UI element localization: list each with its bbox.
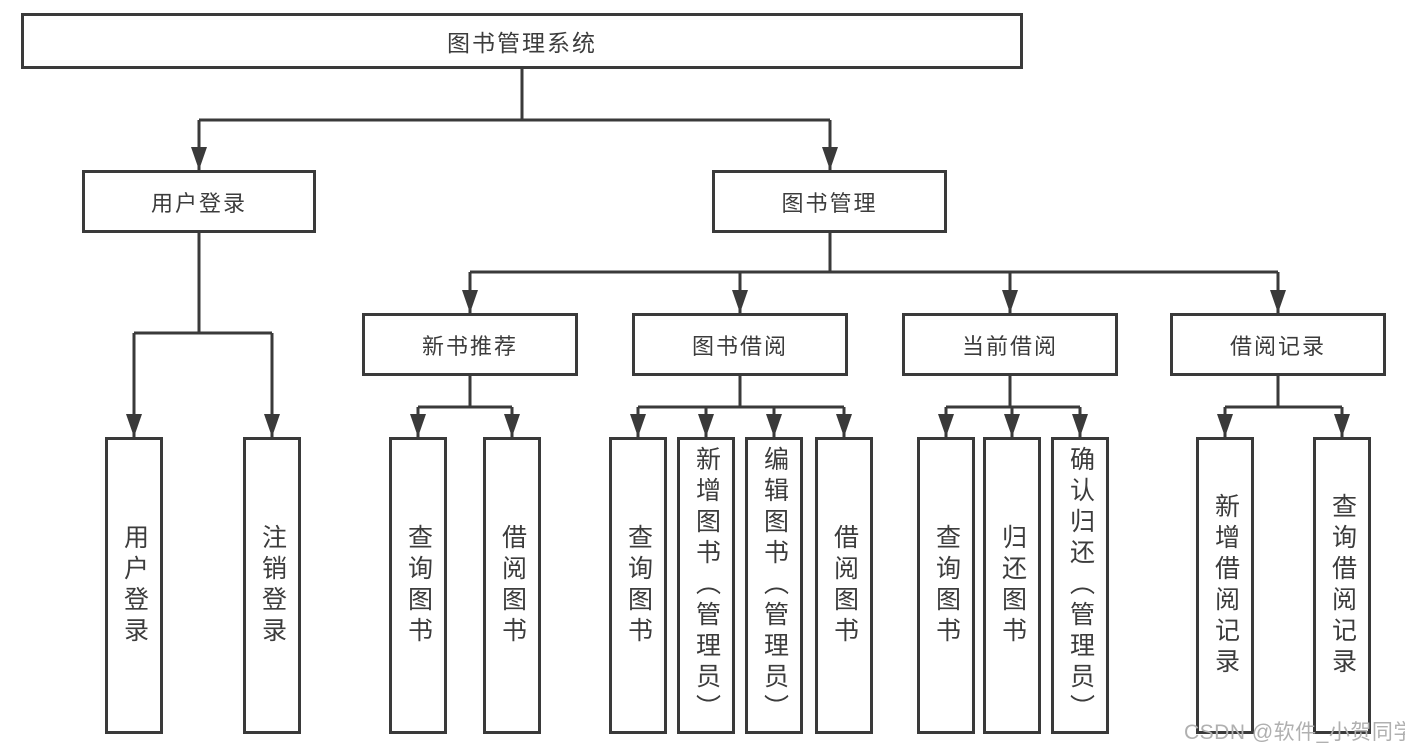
node-label: 图书管理 bbox=[781, 190, 878, 216]
node-label: 借阅记录 bbox=[1229, 333, 1326, 359]
leaf-label: 新增借阅记录 bbox=[1211, 492, 1240, 679]
leaf-label: 查询图书 bbox=[404, 523, 433, 648]
leaf-label: 查询借阅记录 bbox=[1328, 492, 1357, 679]
leaf-label: 归还图书 bbox=[998, 523, 1027, 648]
csdn-watermark: CSDN @软件_小贺同学 bbox=[1184, 721, 1405, 744]
leaf-label: 用户登录 bbox=[120, 523, 149, 648]
node-library-management-system: 图书管理系统 bbox=[21, 13, 1023, 69]
leaf-query-books-current: 查询图书 bbox=[917, 437, 975, 734]
node-label: 用户登录 bbox=[150, 190, 247, 216]
leaf-return-books: 归还图书 bbox=[983, 437, 1041, 734]
node-user-login: 用户登录 bbox=[82, 170, 316, 233]
leaf-add-book-admin: 新增图书（管理员） bbox=[677, 437, 735, 734]
leaf-label: 查询图书 bbox=[932, 523, 961, 648]
node-book-borrowing: 图书借阅 bbox=[632, 313, 848, 376]
node-label: 当前借阅 bbox=[961, 333, 1058, 359]
node-label: 图书管理系统 bbox=[447, 30, 597, 56]
leaf-query-books-borrowing: 查询图书 bbox=[609, 437, 667, 734]
leaf-query-borrow-record: 查询借阅记录 bbox=[1313, 437, 1371, 734]
node-label: 新书推荐 bbox=[421, 333, 518, 359]
leaf-edit-book-admin: 编辑图书（管理员） bbox=[745, 437, 803, 734]
node-current-borrowing: 当前借阅 bbox=[902, 313, 1118, 376]
leaf-label: 新增图书（管理员） bbox=[692, 446, 721, 725]
node-new-book-recommend: 新书推荐 bbox=[362, 313, 578, 376]
leaf-label: 借阅图书 bbox=[498, 523, 527, 648]
leaf-borrow-books-recommend: 借阅图书 bbox=[483, 437, 541, 734]
node-borrowing-records: 借阅记录 bbox=[1170, 313, 1386, 376]
node-label: 图书借阅 bbox=[691, 333, 788, 359]
node-book-management: 图书管理 bbox=[712, 170, 947, 233]
leaf-label: 注销登录 bbox=[258, 523, 287, 648]
leaf-label: 查询图书 bbox=[624, 523, 653, 648]
leaf-query-books-recommend: 查询图书 bbox=[389, 437, 447, 734]
leaf-label: 确认归还（管理员） bbox=[1066, 446, 1095, 725]
leaf-label: 借阅图书 bbox=[830, 523, 859, 648]
leaf-user-login: 用户登录 bbox=[105, 437, 163, 734]
leaf-confirm-return-admin: 确认归还（管理员） bbox=[1051, 437, 1109, 734]
leaf-add-borrow-record: 新增借阅记录 bbox=[1196, 437, 1254, 734]
leaf-logout-login: 注销登录 bbox=[243, 437, 301, 734]
leaf-label: 编辑图书（管理员） bbox=[760, 446, 789, 725]
leaf-borrow-books: 借阅图书 bbox=[815, 437, 873, 734]
